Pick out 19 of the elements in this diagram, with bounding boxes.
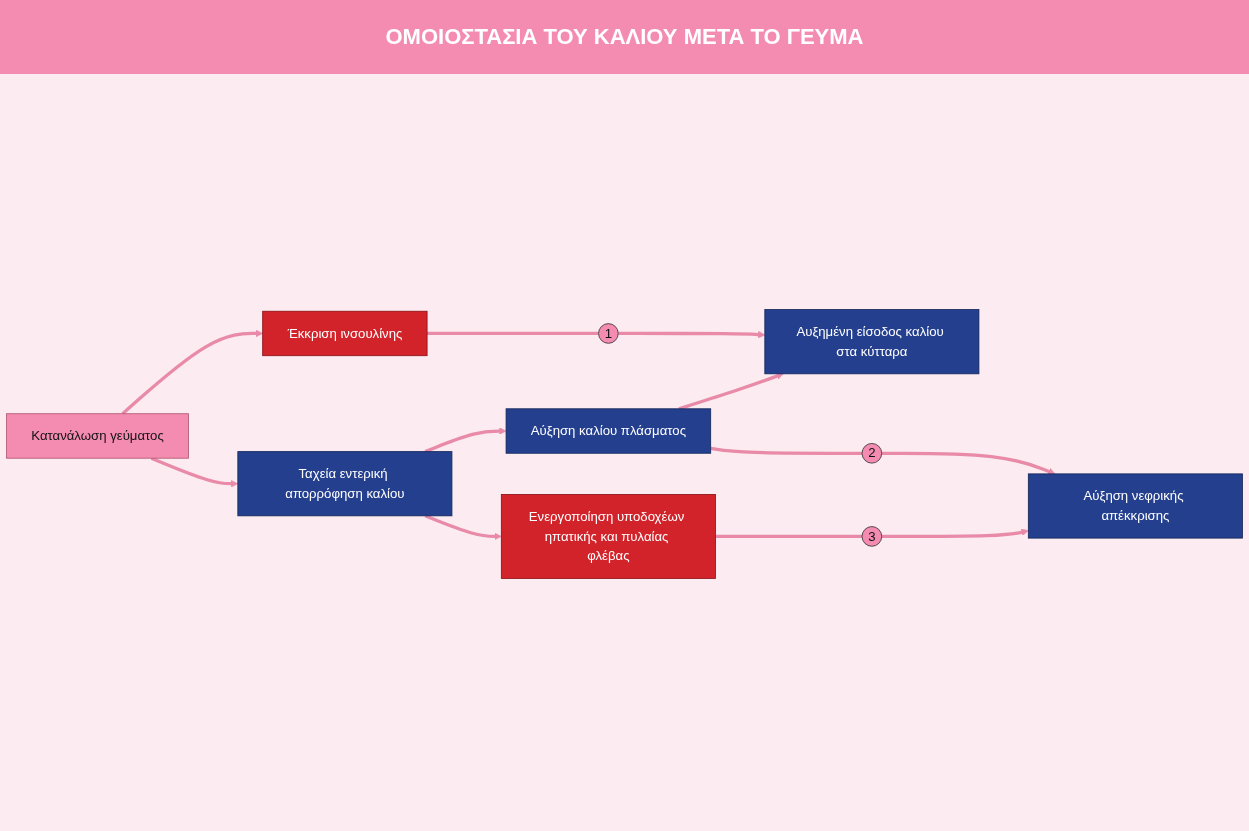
node-box: Ενεργοποίηση υποδοχέων ηπατικής και πυλαίας φλέβας xyxy=(500,494,716,579)
connector xyxy=(427,331,599,336)
arrow xyxy=(881,528,1029,539)
node-box: Αύξηση καλίου πλάσματος xyxy=(505,408,712,454)
connector xyxy=(710,446,863,455)
arrow xyxy=(121,329,263,415)
arrow xyxy=(424,514,502,541)
arrow xyxy=(881,451,1056,475)
node-circle: 3 xyxy=(861,526,883,547)
node-circle: 2 xyxy=(861,443,883,464)
node-box: Αυξημένη είσοδος καλίου στα κύτταρα xyxy=(764,309,980,375)
connector xyxy=(715,534,863,539)
node-box: Ταχεία εντερική απορρόφηση καλίου xyxy=(237,451,453,517)
node-box: Αύξηση νεφρικής απέκκρισης xyxy=(1027,473,1243,539)
node-box: Έκκριση ινσουλίνης xyxy=(262,310,428,357)
title: ΟΜΟΙΟΣΤΑΣΙΑ ΤΟΥ ΚΑΛΙΟΥ ΜΕΤΑ ΤΟ ΓΕΥΜΑ xyxy=(0,0,1249,74)
arrow xyxy=(618,331,766,339)
node-circle: 1 xyxy=(598,323,619,344)
node-box: Κατανάλωση γεύματος xyxy=(6,413,189,459)
